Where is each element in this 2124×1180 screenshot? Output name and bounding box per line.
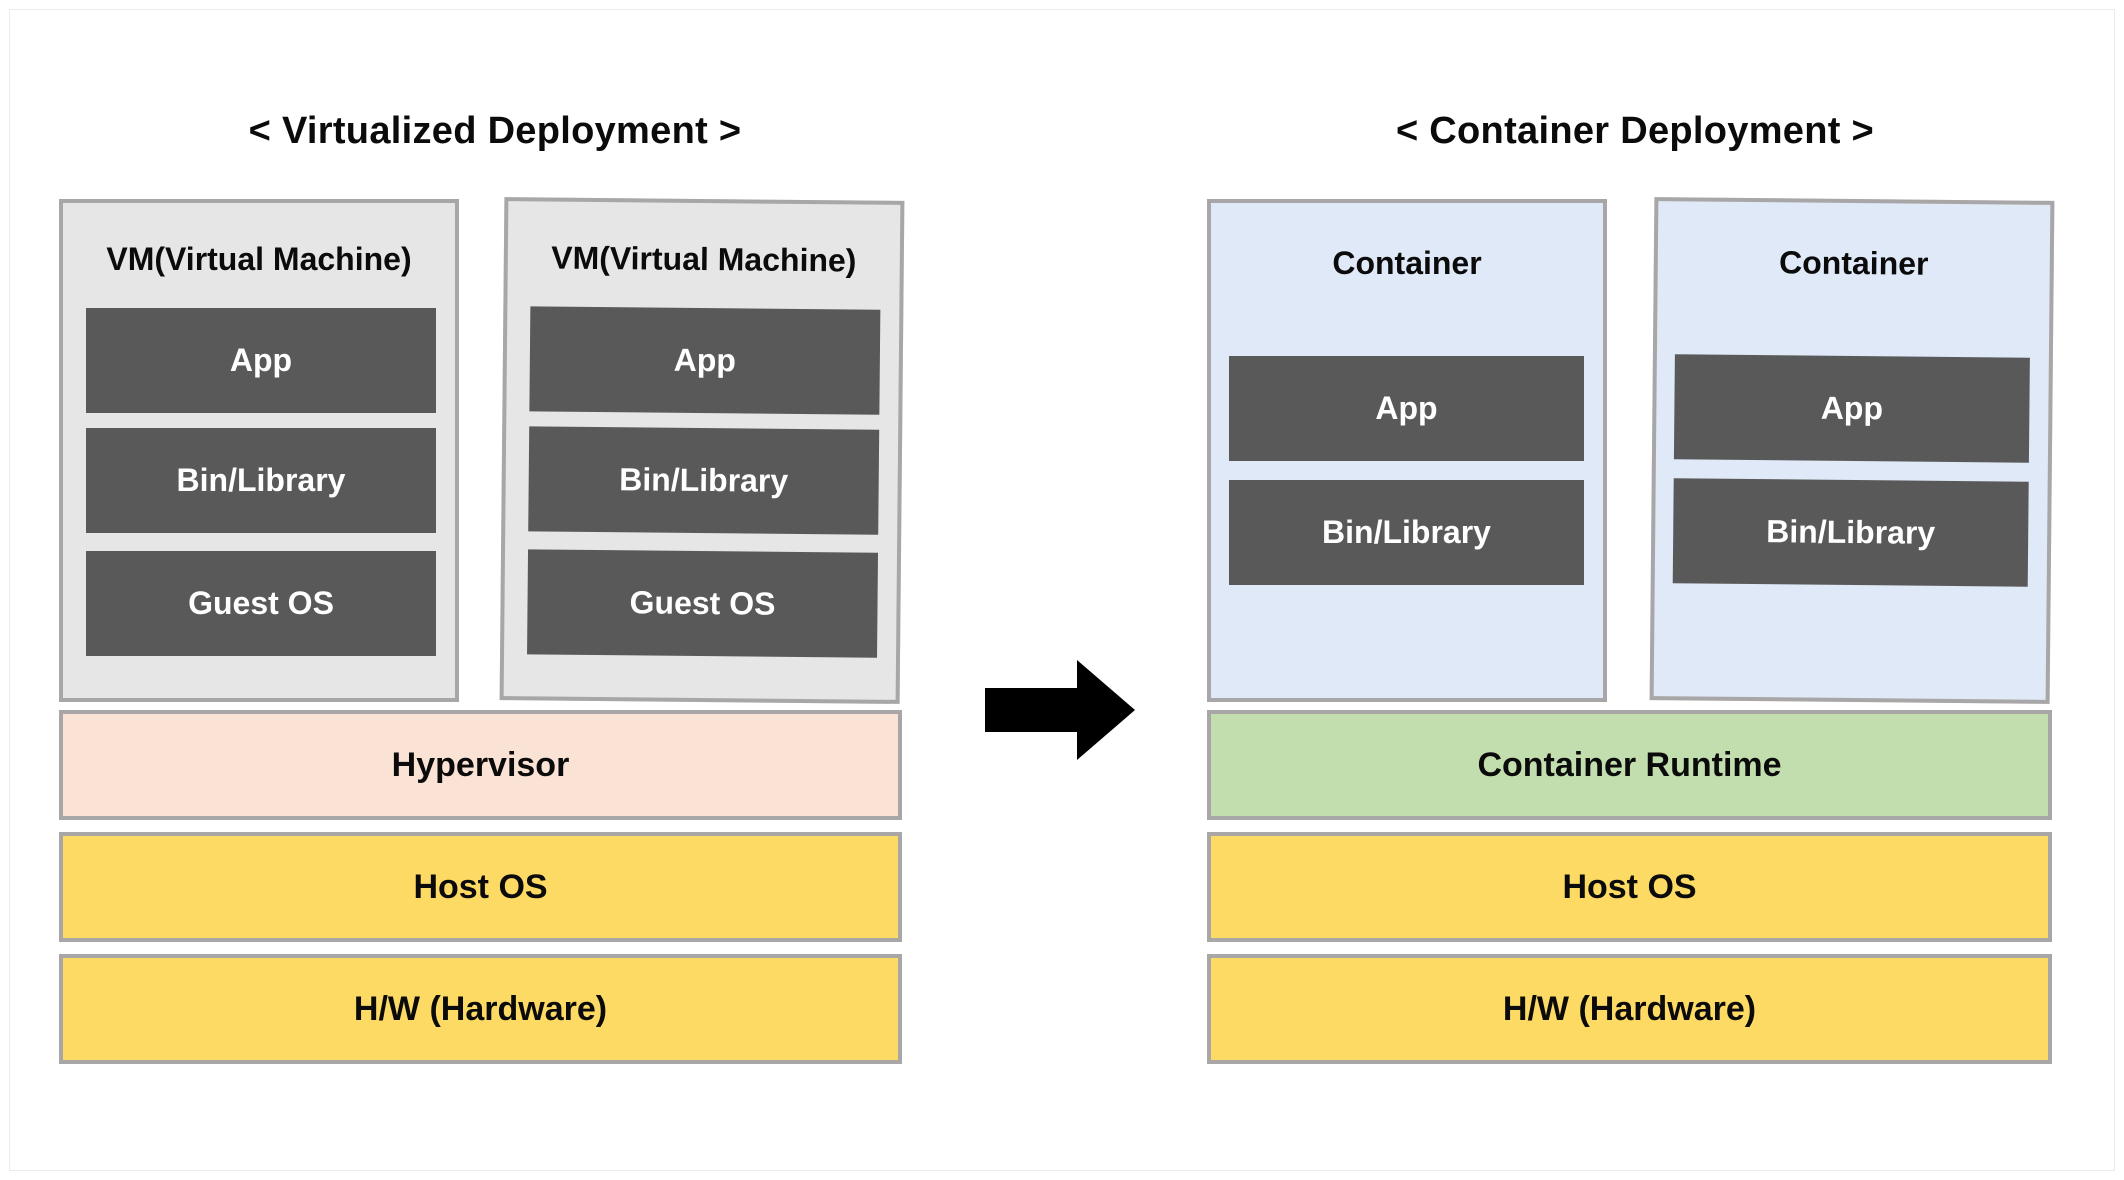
- panel-title-container: < Container Deployment >: [1395, 110, 1875, 152]
- container-box-2-layer-app[interactable]: App: [1673, 354, 2030, 463]
- bar-hardware-left[interactable]: H/W (Hardware): [59, 954, 902, 1064]
- vm-box-1-layer-app[interactable]: App: [86, 308, 436, 413]
- vm-box-2-layer-bin-library[interactable]: Bin/Library: [528, 426, 880, 535]
- panel-title-virtualized: < Virtualized Deployment >: [248, 110, 742, 152]
- container-box-1-label: Container: [1332, 245, 1482, 281]
- vm-box-1-label: VM(Virtual Machine): [106, 241, 412, 277]
- slide-frame: < Virtualized Deployment > < Container D…: [9, 9, 2115, 1171]
- bar-host-os-right[interactable]: Host OS: [1207, 832, 2052, 942]
- container-box-2[interactable]: Container App Bin/Library: [1649, 197, 2055, 704]
- bar-container-runtime[interactable]: Container Runtime: [1207, 710, 2052, 820]
- vm-box-2[interactable]: VM(Virtual Machine) App Bin/Library Gues…: [499, 197, 905, 704]
- vm-box-1-layer-guest-os[interactable]: Guest OS: [86, 551, 436, 656]
- container-box-1[interactable]: Container App Bin/Library: [1207, 199, 1607, 702]
- container-box-2-label: Container: [1778, 244, 1929, 282]
- vm-box-2-label: VM(Virtual Machine): [551, 239, 857, 279]
- vm-box-1[interactable]: VM(Virtual Machine) App Bin/Library Gues…: [59, 199, 459, 702]
- container-box-1-layer-bin-library[interactable]: Bin/Library: [1229, 480, 1584, 585]
- container-box-1-layer-app[interactable]: App: [1229, 356, 1584, 461]
- container-box-2-layer-bin-library[interactable]: Bin/Library: [1672, 478, 2029, 587]
- vm-box-2-layer-app[interactable]: App: [529, 306, 881, 415]
- bar-hardware-right[interactable]: H/W (Hardware): [1207, 954, 2052, 1064]
- vm-box-1-layer-bin-library[interactable]: Bin/Library: [86, 428, 436, 533]
- bar-hypervisor[interactable]: Hypervisor: [59, 710, 902, 820]
- bar-host-os-left[interactable]: Host OS: [59, 832, 902, 942]
- right-arrow-icon: [985, 660, 1135, 760]
- vm-box-2-layer-guest-os[interactable]: Guest OS: [527, 549, 879, 658]
